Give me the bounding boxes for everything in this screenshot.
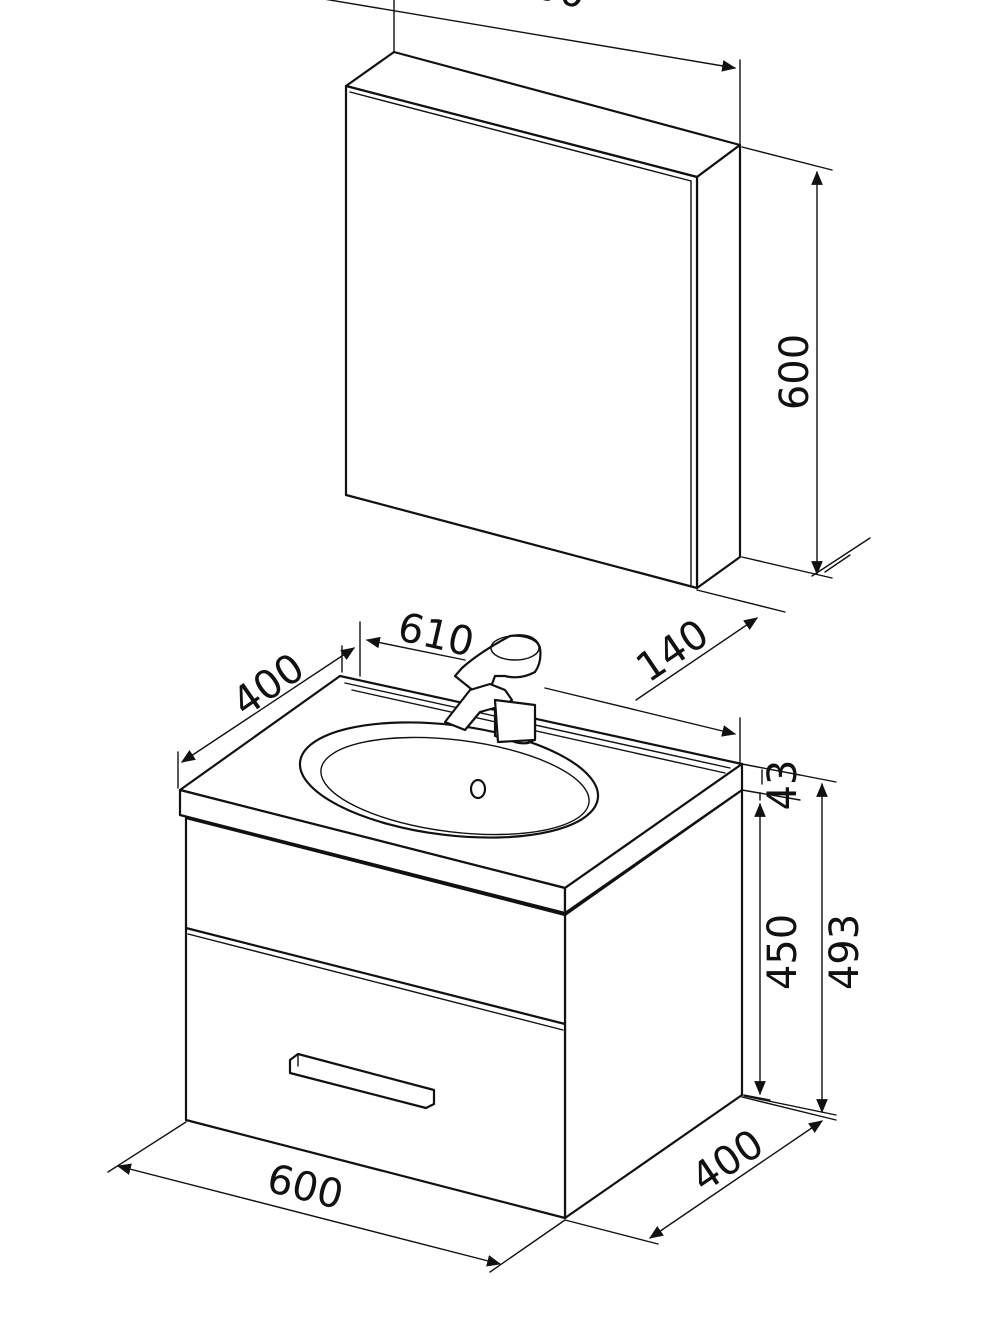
- basin-back-rim-inner: [351, 689, 726, 774]
- cabinet-side-face: [695, 143, 742, 590]
- vanity-width-label: 600: [263, 1156, 348, 1219]
- cabinet-depth-label: 140: [628, 611, 717, 692]
- cabinet-door-edge: [349, 91, 692, 182]
- vanity-front-face: [184, 816, 567, 1220]
- basin-back-rim: [344, 682, 731, 769]
- total-height-label: 493: [822, 914, 868, 990]
- cabinet-width-label: 600: [506, 0, 591, 18]
- cabinet-height-label: 600: [772, 334, 818, 410]
- cabinet-front-face: [344, 84, 699, 590]
- basin-bowl-inner: [320, 736, 590, 836]
- faucet-icon: [443, 634, 542, 745]
- vanity-height-label: 450: [760, 914, 806, 990]
- vanity-height-dimension: 450: [743, 802, 806, 1101]
- drawer-divider: [184, 926, 567, 1026]
- basin-overflow-hole: [469, 778, 487, 800]
- cabinet-height-dimension: 600: [741, 146, 833, 579]
- mirror-cabinet: [344, 50, 742, 590]
- basin-thickness-label: 43: [760, 760, 806, 811]
- drawer-divider-shadow: [187, 933, 564, 1031]
- vanity-depth-label: 400: [683, 1121, 772, 1202]
- total-height-dimension: 493: [743, 774, 868, 1116]
- basin-width-label: 610: [394, 604, 479, 666]
- vanity-unit: [184, 788, 744, 1220]
- basin-thickness-dimension: 43: [741, 760, 806, 811]
